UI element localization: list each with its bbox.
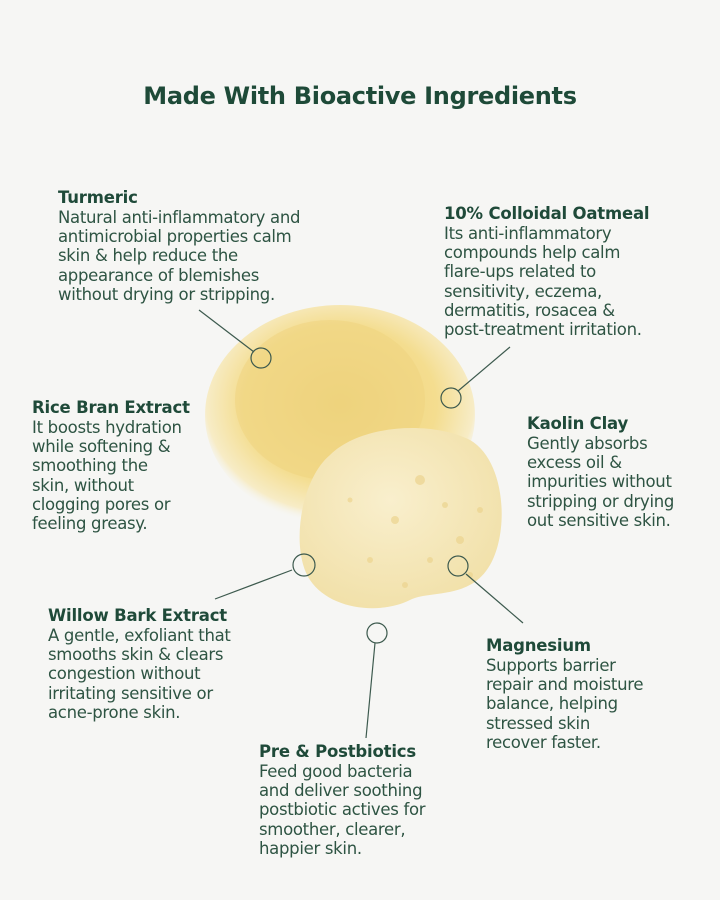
willow-marker-icon [292,553,316,577]
oatmeal-marker-icon [440,387,462,409]
ingredient-willow-bark-extract: Willow Bark Extract A gentle, exfoliant … [48,606,231,722]
ingredient-rice-bran-extract: Rice Bran Extract It boosts hydration wh… [32,398,190,533]
ingredient-name: 10% Colloidal Oatmeal [444,204,650,223]
ingredient-magnesium: Magnesium Supports barrier repair and mo… [486,636,644,752]
ingredient-pre-postbiotics: Pre & Postbiotics Feed good bacteria and… [259,742,426,858]
cleanser-foam-blob [299,428,502,609]
ingredient-description: Supports barrier repair and moisture bal… [486,656,644,752]
ingredient-description: Natural anti-inflammatory and antimicrob… [58,208,301,304]
callout-lines [198,309,524,739]
ingredient-name: Willow Bark Extract [48,606,227,625]
page-title: Made With Bioactive Ingredients [143,82,577,110]
ingredient-description: Feed good bacteria and deliver soothing … [259,762,426,858]
ingredient-colloidal-oatmeal: 10% Colloidal Oatmeal Its anti-inflammat… [444,204,650,340]
ingredient-name: Turmeric [58,188,138,207]
ingredient-description: A gentle, exfoliant that smooths skin & … [48,626,231,722]
ingredient-name: Pre & Postbiotics [259,742,416,761]
ingredient-name: Magnesium [486,636,591,655]
ingredient-description: It boosts hydration while softening & sm… [32,418,182,534]
ingredient-turmeric: Turmeric Natural anti-inflammatory and a… [58,188,300,304]
ingredient-description: Gently absorbs excess oil & impurities w… [527,434,675,530]
ingredient-description: Its anti-inflammatory compounds help cal… [444,224,642,340]
ingredient-name: Rice Bran Extract [32,398,190,417]
magnesium-marker-icon [447,555,469,577]
turmeric-marker-icon [250,347,272,369]
ingredient-name: Kaolin Clay [527,414,629,433]
postbiotics-marker-icon [366,622,388,644]
ingredient-kaolin-clay: Kaolin Clay Gently absorbs excess oil & … [527,414,674,530]
